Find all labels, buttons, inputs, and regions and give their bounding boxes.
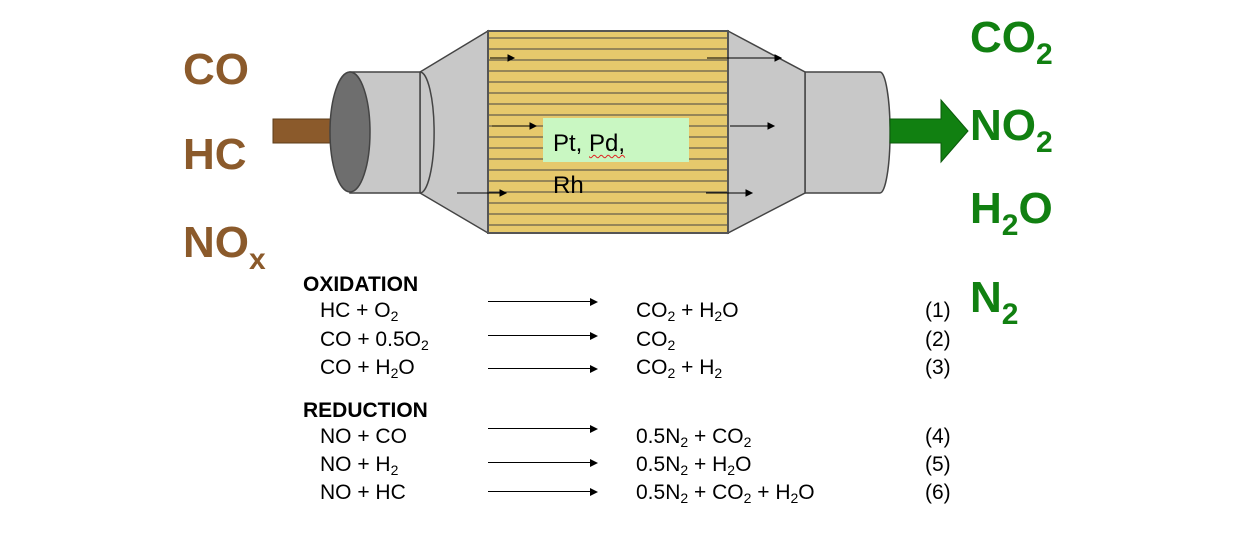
reaction-5-reactants: NO + H2 (320, 453, 399, 478)
reaction-6-products: 0.5N2 + CO2 + H2O (636, 481, 815, 506)
reduction-heading: REDUCTION (303, 399, 428, 422)
oxidation-heading: OXIDATION (303, 273, 419, 296)
outlet-gas-co2: CO2 (970, 13, 1053, 71)
catalyst-label-line2: Rh (553, 172, 584, 199)
reaction-6-arrow (488, 487, 598, 497)
outlet-gas-no2: NO2 (970, 101, 1053, 159)
inlet-gas-hc: HC (183, 130, 247, 179)
reaction-2-reactants: CO + 0.5O2 (320, 328, 429, 353)
outlet-flow-arrow (889, 98, 969, 164)
reaction-5-number: (5) (925, 453, 951, 476)
outlet-gas-n2: N2 (970, 273, 1019, 331)
reaction-5-arrow (488, 458, 598, 468)
reaction-2-arrow (488, 331, 598, 341)
catalyst-label-line1: Pt, Pd, (553, 130, 626, 157)
reaction-4-products: 0.5N2 + CO2 (636, 425, 752, 450)
outlet-gas-h2o: H2O (970, 184, 1053, 242)
reaction-6-number: (6) (925, 481, 951, 504)
reaction-4-number: (4) (925, 425, 951, 448)
reaction-1-arrow (488, 297, 598, 307)
reaction-5-products: 0.5N2 + H2O (636, 453, 752, 478)
reaction-4-reactants: NO + CO (320, 425, 407, 448)
reaction-1-products: CO2 + H2O (636, 299, 739, 324)
reaction-4-arrow (488, 424, 598, 434)
reaction-3-number: (3) (925, 356, 951, 379)
reaction-6-reactants: NO + HC (320, 481, 406, 504)
inlet-gas-nox: NOx (183, 218, 266, 276)
reaction-2-products: CO2 (636, 328, 676, 353)
inlet-gas-co: CO (183, 45, 249, 94)
outlet-pipe (804, 71, 891, 194)
reaction-2-number: (2) (925, 328, 951, 351)
reaction-3-products: CO2 + H2 (636, 356, 723, 381)
flow-arrows (457, 54, 783, 197)
outlet-cone (727, 29, 806, 235)
catalyst-label-box (543, 118, 689, 162)
inlet-pipe (329, 71, 435, 194)
reaction-1-number: (1) (925, 299, 951, 322)
reaction-3-reactants: CO + H2O (320, 356, 415, 381)
reaction-3-arrow (488, 364, 598, 374)
inlet-cone (419, 29, 489, 235)
reaction-1-reactants: HC + O2 (320, 299, 399, 324)
